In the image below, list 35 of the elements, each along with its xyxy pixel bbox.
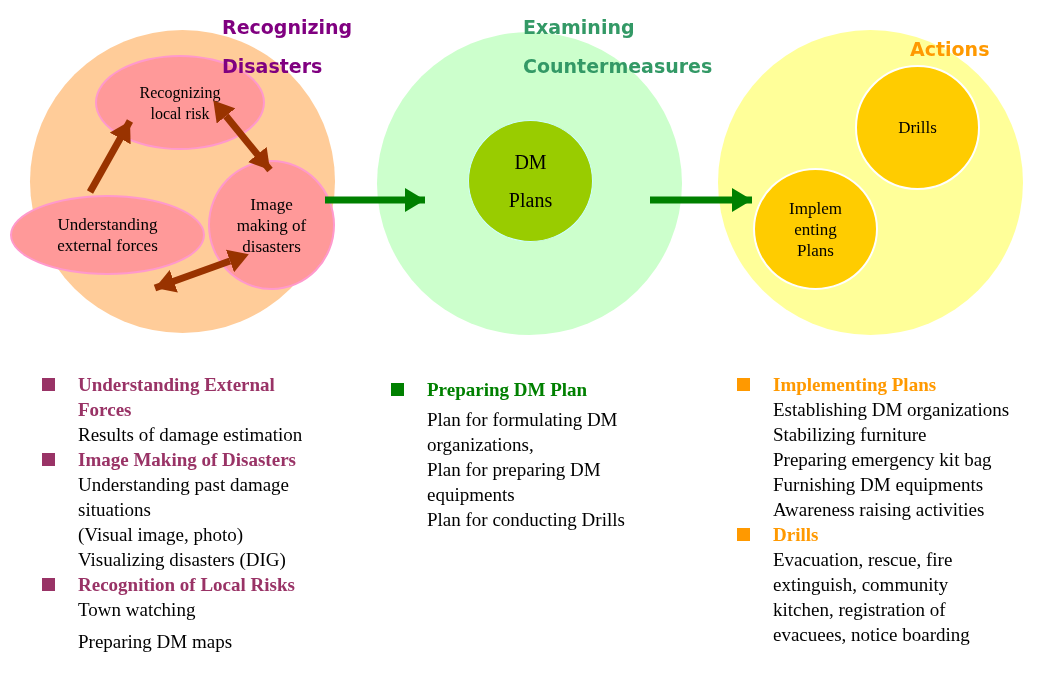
section-heading: Implementing Plans (773, 374, 937, 395)
section-heading: Drills (773, 524, 819, 545)
list-item: Stabilizing furniture (773, 424, 927, 445)
section-heading: Preparing DM Plan (427, 379, 588, 400)
list-item: Town watching (78, 599, 196, 620)
topic-label: Understanding external forces (56, 214, 159, 256)
list-item: Establishing DM organizations (773, 399, 1010, 420)
arrow (86, 119, 134, 194)
arrow (153, 249, 249, 293)
topic-label: Recognizing local risk (138, 82, 222, 124)
list-item: Visualizing disasters (DIG) (78, 549, 286, 570)
list-item: Evacuation, rescue, fire extinguish, community kitchen, registration of evacuees, notice boarding (773, 549, 970, 645)
list-item: Preparing DM maps (78, 631, 233, 652)
list-item: (Visual image, photo) (78, 524, 244, 545)
list-item: Furnishing DM equipments (773, 474, 984, 495)
topic-label: Image making of disasters (235, 193, 308, 257)
section-heading: Image Making of Disasters (78, 449, 296, 470)
arrow (213, 100, 273, 173)
stage-heading: Actions (910, 37, 991, 62)
stage-heading: Examining Countermeasures (523, 15, 714, 79)
list-item: Plan for formulating DM organizations, (427, 409, 618, 455)
arrow (650, 188, 752, 212)
list-item: Preparing emergency kit bag (773, 449, 992, 470)
arrow (325, 188, 425, 212)
topic-label: Implementing Plans (788, 197, 843, 261)
list-item: Awareness raising activities (773, 499, 985, 520)
list-item: Results of damage estimation (78, 424, 303, 445)
section-heading: Understanding External Forces (78, 374, 275, 420)
list-item: Plan for conducting Drills (427, 509, 625, 530)
topic-label: Drills (897, 117, 938, 138)
list-item: Plan for preparing DM equipments (427, 459, 601, 505)
stage-heading: Recognizing Disasters (222, 15, 354, 79)
list-item: Understanding past damage situations (78, 474, 290, 520)
section-heading: Recognition of Local Risks (78, 574, 295, 595)
topic-label: DM Plans (507, 150, 554, 213)
